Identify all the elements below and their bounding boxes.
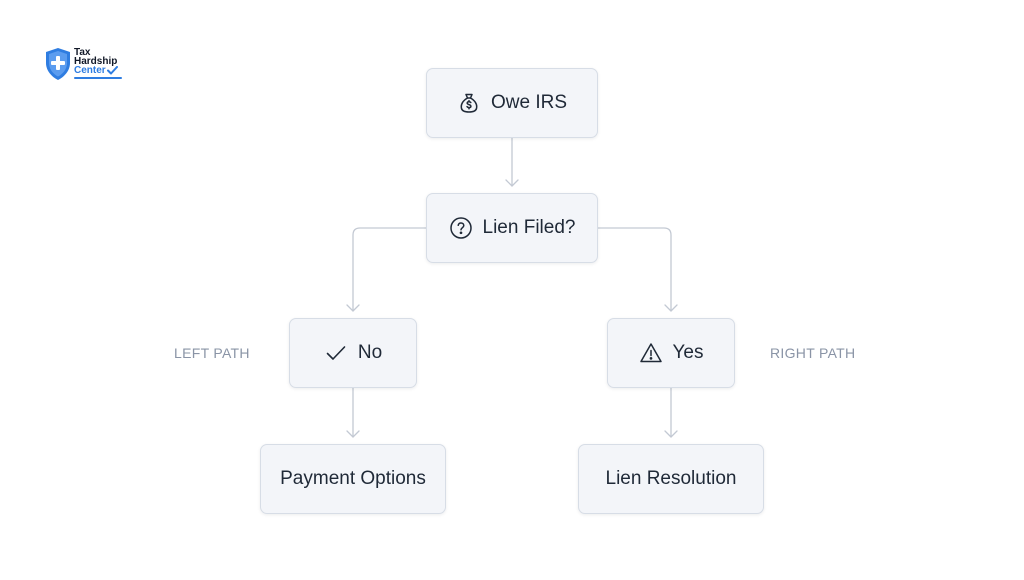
money-bag-icon: [460, 93, 478, 113]
node-no: No: [289, 318, 417, 388]
node-owe-irs-label: Owe IRS: [490, 92, 568, 113]
node-yes-label: Yes: [672, 342, 704, 363]
node-yes: Yes: [607, 318, 735, 388]
shield-plus-icon: [46, 48, 70, 80]
logo-line-tax: Tax: [74, 47, 91, 58]
logo-check-icon: [106, 66, 118, 75]
connector-lien-to-yes: [597, 227, 672, 312]
arrowhead-owe-to-lien: [505, 179, 519, 187]
node-lien-resolution-label: Lien Resolution: [605, 468, 737, 489]
company-logo: Tax Hardship Center: [44, 47, 134, 83]
node-lien-filed-label: Lien Filed?: [482, 217, 576, 238]
logo-line-hardship: Hardship: [74, 56, 118, 67]
arrowhead-lien-to-no: [346, 304, 360, 312]
node-no-label: No: [357, 342, 383, 363]
arrowhead-lien-to-yes: [664, 304, 678, 312]
logo-line-center: Center: [74, 65, 118, 76]
connector-lien-to-no: [352, 227, 427, 312]
arrowhead-yes-to-resolution: [664, 430, 678, 438]
node-lien-resolution: Lien Resolution: [578, 444, 764, 514]
node-payment-options: Payment Options: [260, 444, 446, 514]
question-circle-icon: [449, 217, 472, 239]
check-icon: [326, 346, 346, 360]
right-path-label: RIGHT PATH: [770, 345, 856, 361]
logo-line-center-text: Center: [74, 65, 106, 76]
warning-triangle-icon: [639, 343, 662, 363]
node-owe-irs: Owe IRS: [426, 68, 598, 138]
logo-underline: [74, 77, 122, 79]
logo-text: Tax Hardship Center: [74, 47, 118, 76]
left-path-label: LEFT PATH: [174, 345, 250, 361]
node-payment-options-label: Payment Options: [280, 468, 426, 489]
node-lien-filed: Lien Filed?: [426, 193, 598, 263]
arrowhead-no-to-payment: [346, 430, 360, 438]
